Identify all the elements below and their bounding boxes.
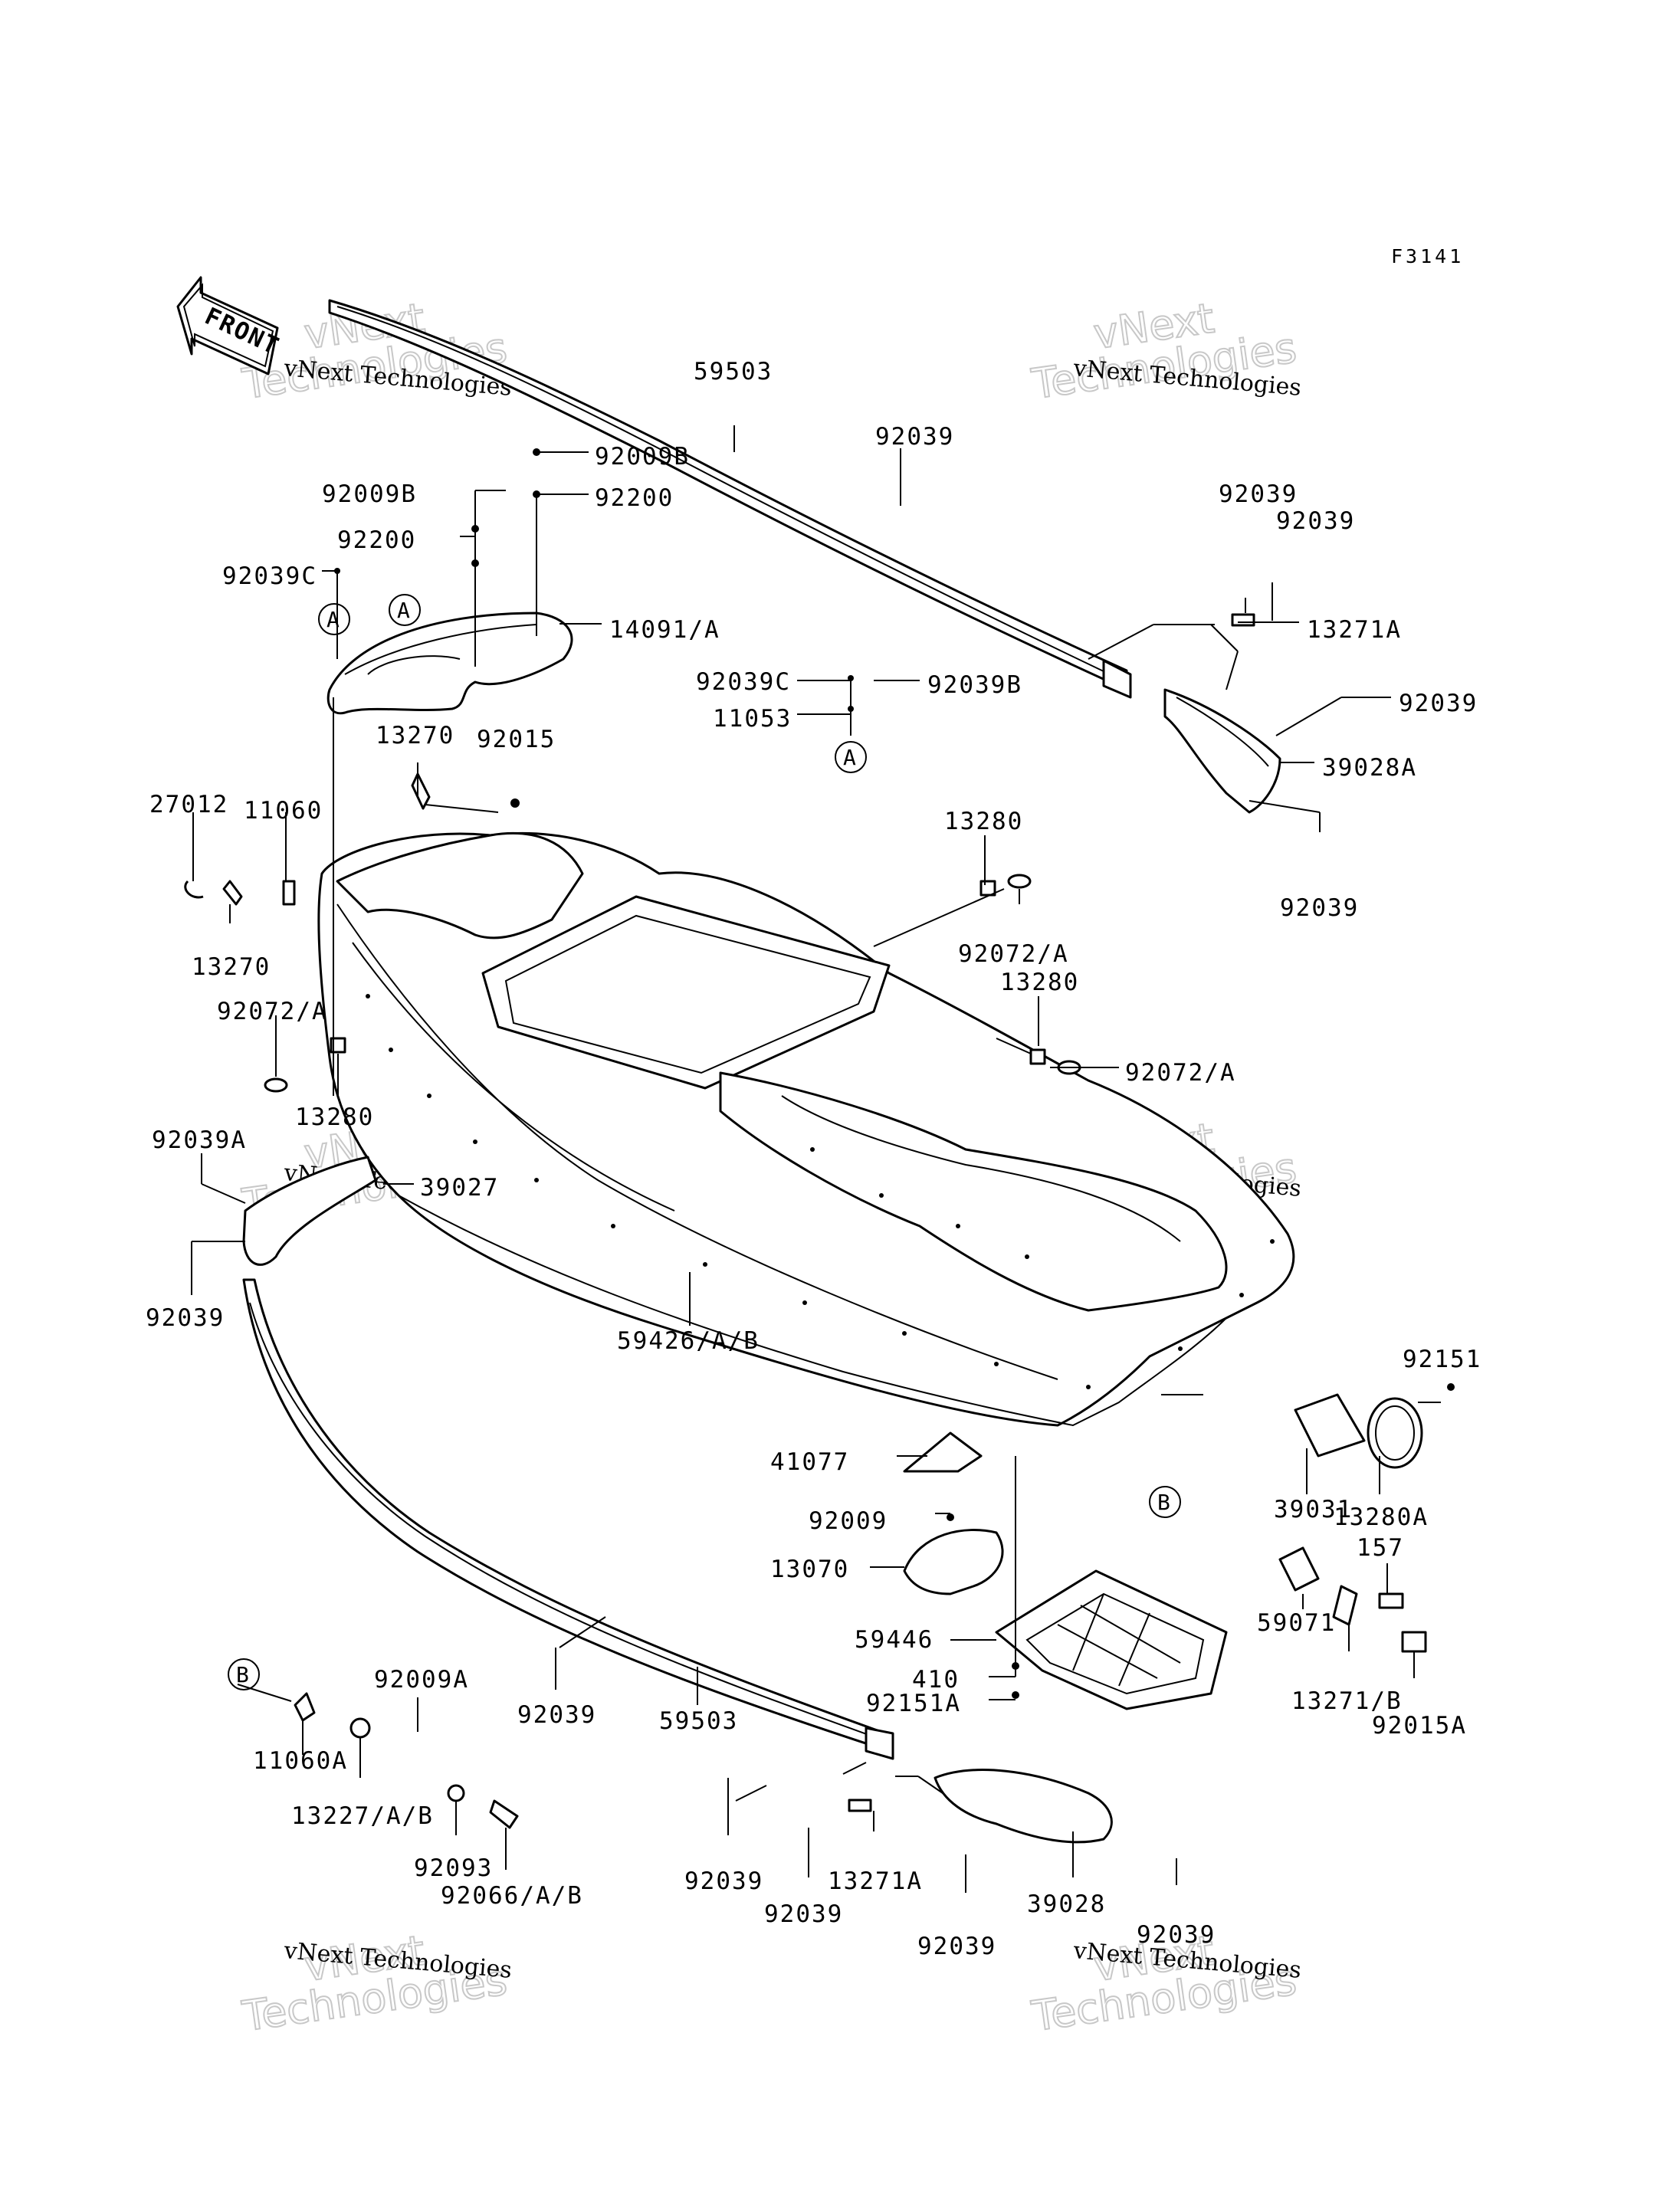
label-13070: 13070: [770, 1556, 849, 1583]
label-11060A: 11060A: [253, 1747, 348, 1775]
label-41077: 41077: [770, 1448, 849, 1476]
label-13270-bottom: 13270: [192, 953, 271, 981]
label-59503-bottom: 59503: [659, 1707, 738, 1735]
clip-13270-bottom: [222, 880, 243, 906]
ref-b-circle-parts: B: [228, 1658, 260, 1690]
label-92072A-right: 92072/A: [1125, 1059, 1236, 1087]
label-59503-top: 59503: [694, 358, 773, 385]
label-92151: 92151: [1403, 1346, 1481, 1373]
label-92009B-right: 92009B: [595, 443, 690, 471]
label-39027: 39027: [420, 1174, 499, 1202]
label-13227: 13227/A/B: [291, 1802, 434, 1830]
label-39028A: 39028A: [1322, 754, 1417, 782]
label-39031: 39031: [1274, 1496, 1353, 1523]
plate-13280-mid: [1029, 1048, 1046, 1065]
label-59426: 59426/A/B: [617, 1327, 760, 1355]
label-92039-top: 92039: [875, 423, 954, 451]
label-92039-left: 92039: [146, 1304, 225, 1332]
label-92039-bottom-mid: 92039: [517, 1701, 596, 1729]
front-arrow-icon: FRONT: [176, 276, 284, 375]
label-59071: 59071: [1257, 1609, 1336, 1637]
figure-id: F3141: [1391, 245, 1464, 267]
label-11053: 11053: [713, 705, 792, 733]
clip-92072-left: [264, 1077, 288, 1093]
label-92039B-mid: 92039B: [927, 671, 1022, 699]
clip-92072-top: [1007, 874, 1032, 889]
ref-a-circle-left: A: [318, 603, 350, 635]
label-92151A: 92151A: [866, 1690, 961, 1717]
bottom-rail-part: [242, 1278, 894, 1760]
hose-11060: [282, 880, 296, 906]
label-92072A-left: 92072/A: [217, 998, 328, 1025]
drain-59071-part: [1278, 1546, 1427, 1653]
label-92039-bottom-4: 92039: [1137, 1921, 1216, 1949]
label-13280-top: 13280: [944, 808, 1023, 835]
svg-text:A: A: [326, 607, 340, 632]
label-92039C-mid: 92039C: [696, 668, 791, 696]
label-92015A: 92015A: [1372, 1712, 1467, 1740]
label-13280-mid: 13280: [1000, 969, 1079, 996]
corner-39027-part: [242, 1156, 377, 1266]
rear-panel-39028A-part: [1163, 688, 1281, 814]
label-92039-bottom-1: 92039: [684, 1867, 763, 1895]
clip-13270-top: [411, 772, 431, 810]
label-59446: 59446: [855, 1626, 934, 1654]
watermark-bottom-left: Technologies vNext vNext Technologies: [238, 1926, 513, 2041]
watermark-top-right: Technologies vNext vNext Technologies: [1028, 293, 1302, 409]
watermark-top-left: Technologies vNext vNext Technologies: [238, 293, 513, 409]
clamp-27012: [184, 880, 204, 899]
label-92066: 92066/A/B: [441, 1882, 583, 1910]
top-rail-part: [328, 299, 1132, 699]
hull-deck-part: [317, 831, 1295, 1427]
label-13280-left: 13280: [295, 1103, 374, 1131]
corner-39028-part: [934, 1769, 1113, 1844]
label-92039A: 92039A: [152, 1126, 247, 1154]
part-labels: 59503 92039 92009B 92200 92009B 92200 92…: [146, 358, 1481, 1960]
label-92093: 92093: [414, 1854, 493, 1882]
label-39028: 39028: [1027, 1890, 1106, 1918]
label-13270-top: 13270: [376, 722, 454, 749]
svg-text:B: B: [236, 1662, 249, 1687]
grate-59446-part: [995, 1569, 1228, 1710]
label-92009A: 92009A: [374, 1666, 469, 1694]
label-157: 157: [1357, 1534, 1404, 1562]
cover-39031-part: [1294, 1393, 1423, 1469]
label-92072A-top: 92072/A: [958, 940, 1069, 968]
label-410: 410: [912, 1666, 960, 1694]
label-92009: 92009: [809, 1507, 888, 1535]
label-92039-right-1: 92039: [1399, 690, 1478, 717]
ref-a-circle-mid: A: [835, 741, 867, 773]
label-92039-topright-2: 92039: [1276, 507, 1355, 535]
svg-text:B: B: [1157, 1490, 1170, 1515]
label-92015: 92015: [477, 726, 556, 753]
label-13271B: 13271/B: [1291, 1687, 1403, 1715]
ref-a-circle-right: A: [389, 594, 421, 626]
front-panel-14091-part: [326, 612, 573, 715]
ref-b-circle-hull: B: [1149, 1486, 1181, 1518]
label-92039-bottom-2: 92039: [764, 1900, 843, 1928]
label-92039-bottom-3: 92039: [917, 1933, 996, 1960]
plate-13271A-bottom: [848, 1799, 872, 1812]
label-13271A-bottom: 13271A: [828, 1867, 923, 1895]
label-13271A-top: 13271A: [1307, 616, 1402, 644]
plate-13271A-top: [1231, 613, 1255, 627]
label-11060: 11060: [244, 797, 323, 825]
part-41077-13070: [903, 1431, 1004, 1595]
label-92039C-left: 92039C: [222, 562, 317, 590]
plate-13280-left: [330, 1037, 346, 1054]
leader-lines: [191, 425, 1441, 1893]
label-27012: 27012: [149, 791, 228, 818]
label-14091A: 14091/A: [609, 616, 720, 644]
plate-13280-top: [979, 880, 996, 897]
label-13280A: 13280A: [1334, 1503, 1429, 1531]
svg-text:A: A: [397, 598, 410, 623]
label-92039-topright-1: 92039: [1219, 480, 1298, 508]
label-92009B-left: 92009B: [322, 480, 417, 508]
svg-text:A: A: [843, 745, 856, 770]
label-92200-right: 92200: [595, 484, 674, 512]
label-92039-right-2: 92039: [1280, 894, 1359, 922]
label-92200-left: 92200: [337, 526, 416, 554]
